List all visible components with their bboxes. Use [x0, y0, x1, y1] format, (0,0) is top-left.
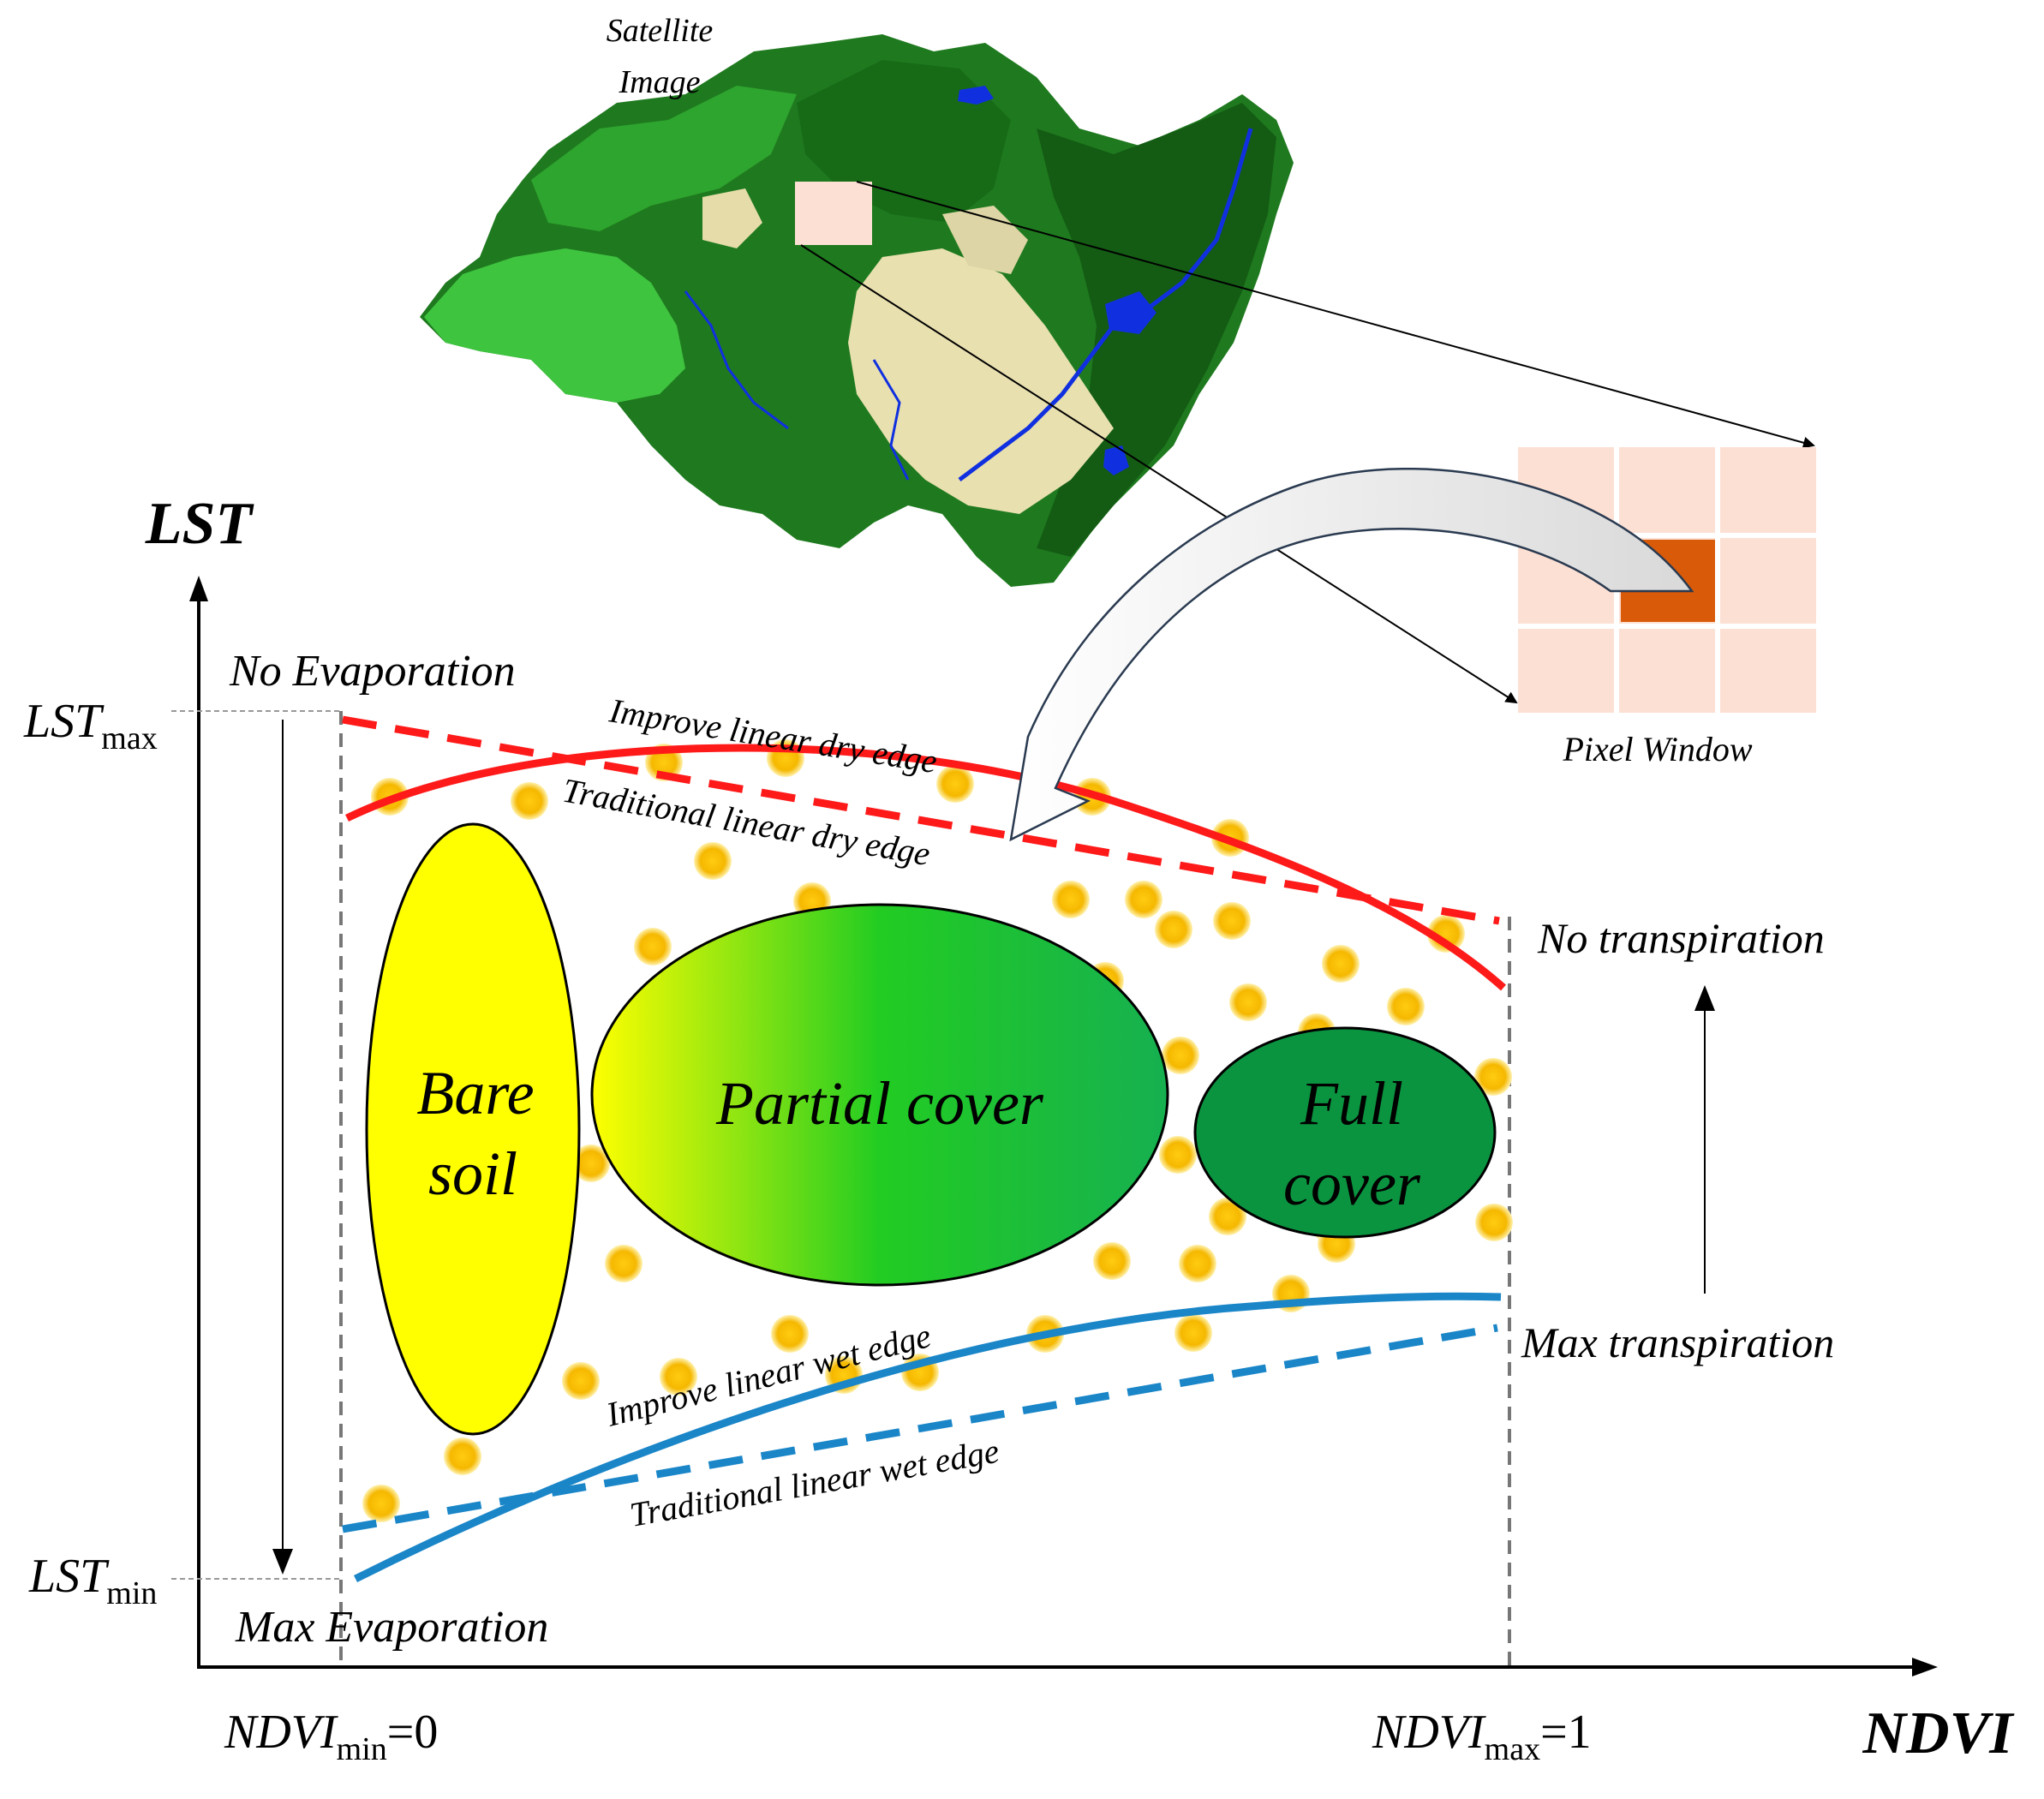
satellite-label-line1: Satellite [607, 13, 714, 49]
scatter-dot [1209, 1198, 1246, 1235]
lst-min-label: LSTmin [28, 1550, 157, 1611]
scatter-dot [634, 928, 672, 965]
pixel-cell [1720, 447, 1816, 533]
satellite-farmland-3 [702, 188, 762, 248]
ndvi-max-label: NDVImax=1 [1372, 1706, 1592, 1767]
y-axis-label: LST [145, 491, 255, 557]
scatter-dots [362, 739, 1513, 1522]
scatter-dot [1475, 1204, 1513, 1241]
no-transpiration-label: No transpiration [1537, 914, 1825, 962]
satellite-label-line2: Image [619, 64, 701, 100]
pixel-cell [1619, 629, 1715, 713]
zones: Bare soil Partial cover Full cover [365, 822, 1497, 1436]
satellite-farmland [848, 248, 1114, 514]
scatter-dot [1093, 1242, 1131, 1280]
partial-cover-label: Partial cover [715, 1069, 1044, 1138]
scatter-dot [511, 782, 548, 820]
bare-soil-zone [365, 822, 581, 1436]
x-axis-arrowhead [1912, 1658, 1938, 1676]
scatter-dot [1322, 945, 1360, 983]
scatter-dot [1427, 915, 1465, 953]
pixel-cell [1720, 629, 1816, 713]
scatter-dot [362, 1485, 400, 1522]
satellite-river-3 [872, 359, 910, 481]
scatter-dot [572, 1145, 610, 1182]
satellite-selection-box [795, 182, 872, 245]
scatter-dot [1179, 1245, 1216, 1282]
full-cover-label-line1: Full [1300, 1069, 1403, 1138]
partial-cover-zone [590, 903, 1169, 1287]
full-cover-zone [1193, 1026, 1497, 1239]
transpiration-arrowhead [1694, 985, 1715, 1011]
axes: LST NDVI LSTmax LSTmin NDVImin=0 NDVImax… [23, 491, 2015, 1767]
full-cover-label-line2: cover [1283, 1150, 1421, 1218]
evaporation-arrowhead [272, 1549, 293, 1575]
scatter-dot [694, 842, 732, 880]
pixel-cell [1619, 447, 1715, 533]
max-transpiration-label: Max transpiration [1521, 1318, 1834, 1366]
improve-wet-edge [353, 1292, 1502, 1583]
scatter-dot [1174, 1314, 1212, 1352]
scatter-dot [1474, 1058, 1512, 1096]
scatter-dot [1213, 902, 1251, 940]
scatter-dot [1052, 881, 1090, 918]
no-evaporation-label: No Evaporation [229, 647, 516, 696]
satellite-light-green-west [424, 248, 685, 403]
scatter-dot [1162, 1037, 1199, 1074]
lst-max-label: LSTmax [23, 695, 158, 756]
scatter-dot [771, 1315, 809, 1353]
scatter-dot [1229, 983, 1267, 1021]
scatter-dot [1155, 911, 1192, 948]
traditional-dry-edge-label: Traditional linear dry edge [559, 771, 933, 874]
scatter-dot [1387, 988, 1425, 1025]
satellite-lake-2 [1103, 445, 1129, 475]
satellite-river-2 [684, 290, 789, 430]
ndvi-min-label: NDVImin=0 [224, 1706, 438, 1767]
scatter-dot [444, 1437, 481, 1475]
curved-transfer-arrow [1009, 468, 1694, 842]
satellite-lake-3 [958, 86, 994, 105]
scatter-dot [1159, 1136, 1197, 1174]
y-axis-arrowhead [189, 576, 208, 601]
scatter-dot [562, 1362, 600, 1400]
bare-soil-label-line1: Bare [416, 1059, 534, 1127]
scatter-dot [936, 765, 974, 803]
traditional-wet-edge [342, 1324, 1498, 1533]
x-axis-label: NDVI [1862, 1700, 2015, 1766]
traditional-dry-edge [342, 715, 1500, 925]
satellite-mid-green [531, 86, 797, 231]
pixel-cell [1720, 538, 1816, 624]
pixel-cell [1518, 629, 1614, 713]
pixel-window-label: Pixel Window [1562, 730, 1752, 768]
bare-soil-label-line2: soil [428, 1139, 517, 1208]
satellite-lake-1 [1105, 291, 1156, 334]
max-evaporation-label: Max Evaporation [235, 1603, 548, 1652]
connector-line-top [856, 181, 1815, 449]
connector-line-bottom [800, 244, 1518, 704]
satellite-image: Satellite Image [420, 13, 1294, 587]
scatter-dot [1125, 881, 1162, 918]
pixel-window: Pixel Window [1518, 447, 1816, 768]
scatter-dot [660, 1358, 697, 1396]
scatter-dot [605, 1245, 642, 1282]
